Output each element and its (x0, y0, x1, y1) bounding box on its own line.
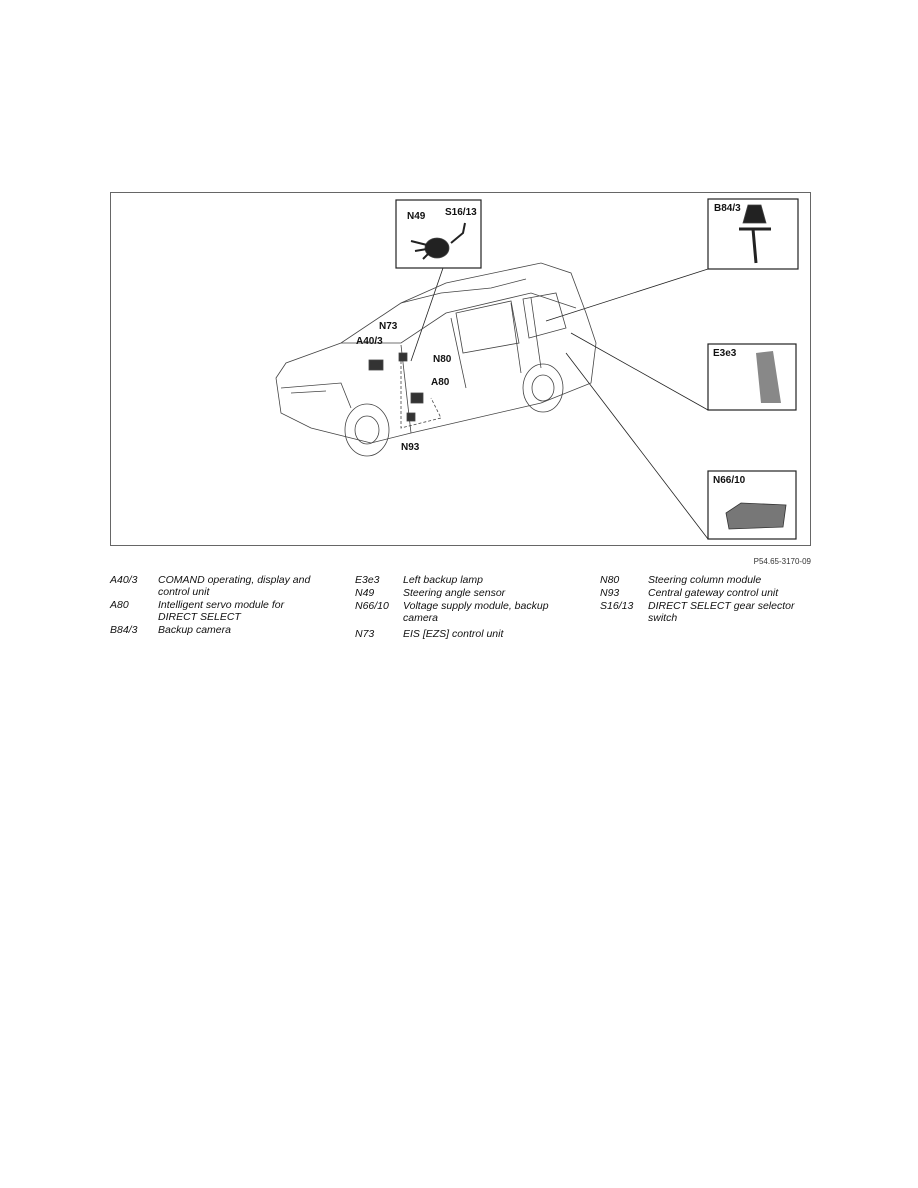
legend-code: A80 (110, 599, 129, 611)
legend-desc: EIS [EZS] control unit (403, 628, 504, 640)
inset-n66-box (707, 470, 797, 540)
legend-desc: Central gateway control unit (648, 587, 779, 599)
legend-code: E3e3 (355, 574, 380, 586)
legend-column-3: N80 Steering column module N93 Central gat… (600, 574, 813, 625)
legend-code: A40/3 (110, 574, 138, 586)
legend-item: N80 Steering column module (600, 574, 813, 586)
legend-item: N93 Central gateway control unit (600, 587, 813, 599)
legend-desc: Intelligent servo module for DIRECT SELE… (158, 599, 285, 623)
legend-item: E3e3 Left backup lamp (355, 574, 563, 586)
callout-n73: N73 (379, 321, 398, 332)
vehicle-illustration (275, 198, 799, 540)
legend-code: N66/10 (355, 600, 389, 612)
callout-b84-3: B84/3 (714, 203, 741, 214)
legend-item: A80 Intelligent servo module for DIRECT S… (110, 599, 318, 623)
inset-e3e3-box (707, 343, 797, 411)
callout-n80: N80 (433, 354, 452, 365)
callout-n93: N93 (401, 442, 420, 453)
component-location-diagram: N49 S16/13 B84/3 N73 A40/3 N80 A80 N93 E… (110, 192, 811, 546)
legend-code: N73 (355, 628, 375, 640)
inset-n49-box (395, 199, 482, 269)
callout-e3e3: E3e3 (713, 348, 737, 359)
callout-a80: A80 (431, 377, 450, 388)
legend-column-2: E3e3 Left backup lamp N49 Steering angle s… (355, 574, 563, 641)
legend-item: S16/13 DIRECT SELECT gear selector switch (600, 600, 813, 624)
legend-code: N80 (600, 574, 620, 586)
legend-desc: Steering column module (648, 574, 762, 586)
legend-code: S16/13 (600, 600, 634, 612)
legend-desc: DIRECT SELECT gear selector switch (648, 600, 795, 624)
legend-code: B84/3 (110, 624, 138, 636)
callout-s16-13: S16/13 (445, 207, 477, 218)
legend-column-1: A40/3 COMAND operating, display and contr… (110, 574, 318, 637)
legend-desc: Voltage supply module, backup camera (403, 600, 549, 624)
callout-n49: N49 (407, 211, 426, 222)
callout-a40-3: A40/3 (356, 336, 383, 347)
legend-code: N93 (600, 587, 620, 599)
legend-item: N66/10 Voltage supply module, backup came… (355, 600, 563, 624)
legend-desc: Left backup lamp (403, 574, 483, 586)
legend-desc: COMAND operating, display and control un… (158, 574, 311, 598)
callout-n66-10: N66/10 (713, 475, 746, 486)
legend-code: N49 (355, 587, 375, 599)
legend-item: N49 Steering angle sensor (355, 587, 563, 599)
inset-b84-box (707, 198, 799, 270)
legend-desc: Steering angle sensor (403, 587, 506, 599)
legend-item: A40/3 COMAND operating, display and contr… (110, 574, 318, 598)
legend-desc: Backup camera (158, 624, 231, 636)
legend-item: B84/3 Backup camera (110, 624, 318, 636)
figure-id: P54.65-3170-09 (753, 557, 811, 566)
legend-item: N73 EIS [EZS] control unit (355, 628, 563, 640)
